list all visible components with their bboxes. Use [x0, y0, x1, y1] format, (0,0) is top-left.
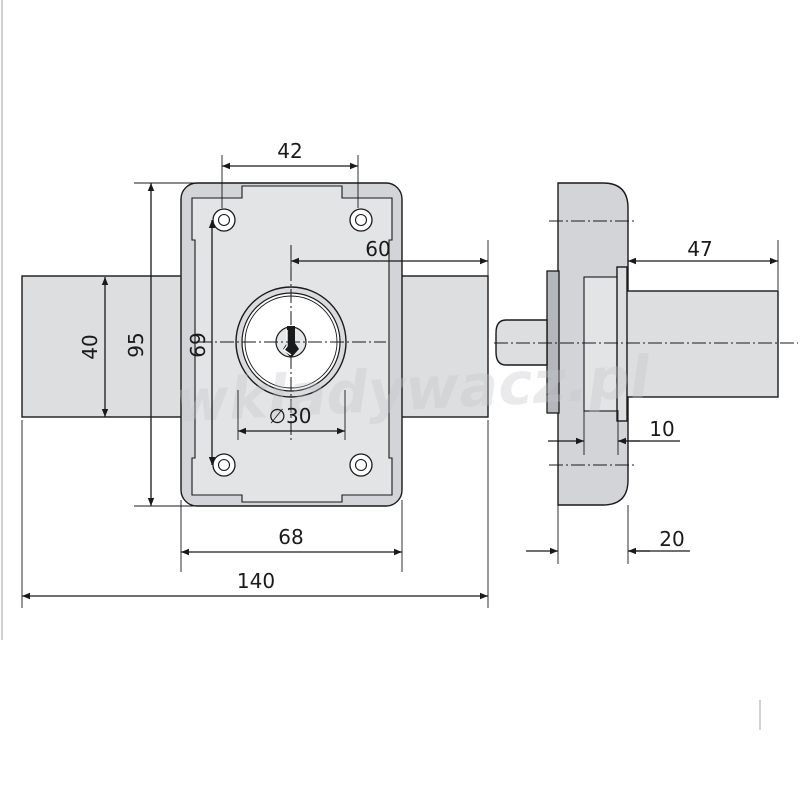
dimension-label-20: 20 — [659, 527, 684, 551]
dimension-label-47: 47 — [687, 237, 712, 261]
dimension-label-60: 60 — [365, 237, 390, 261]
side-bolt — [625, 290, 779, 398]
side-sleeve — [583, 276, 619, 412]
dimension-label-10: 10 — [649, 417, 674, 441]
dimension-69: 69 — [186, 220, 216, 465]
dimension-95: 95 — [124, 182, 200, 507]
dimension-label-69: 69 — [186, 332, 210, 357]
dimension-label-140: 140 — [237, 569, 275, 593]
dimension-label-68: 68 — [278, 525, 303, 549]
dimension-140: 140 — [21, 420, 489, 608]
dimension-label-95: 95 — [124, 332, 148, 357]
dimension-68: 68 — [180, 500, 403, 572]
dimension-40: 40 — [78, 277, 109, 417]
dimension-label-40: 40 — [78, 334, 102, 359]
dimension-47: 47 — [628, 237, 779, 290]
dimension-30: ∅30 — [237, 390, 346, 440]
dimension-label-42: 42 — [277, 139, 302, 163]
dimension-10: 10 — [548, 410, 680, 455]
screw-hole-top-left — [212, 208, 236, 232]
screw-hole-bottom-right — [349, 453, 373, 477]
screw-hole-top-right — [349, 208, 373, 232]
dimension-42: 42 — [221, 139, 359, 208]
dimension-20: 20 — [526, 505, 690, 564]
side-flange — [616, 266, 628, 422]
dimension-60: 60 — [290, 237, 489, 282]
side-view — [494, 182, 798, 506]
dimension-label-30: ∅30 — [269, 404, 312, 428]
screw-hole-bottom-left — [212, 453, 236, 477]
